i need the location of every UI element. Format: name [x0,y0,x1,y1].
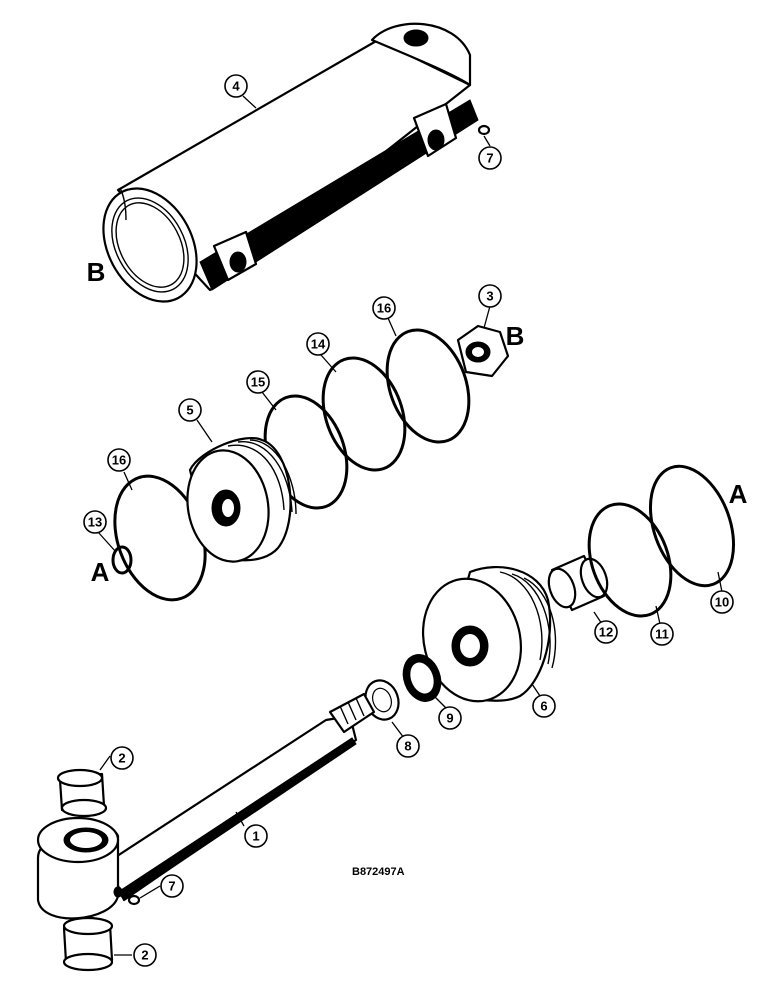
callout-6: 6 [532,694,556,718]
callout-13: 13 [83,510,107,534]
svg-text:7: 7 [486,151,493,166]
callout-10: 10 [710,590,734,614]
callout-9: 9 [438,706,462,730]
callout-4: 4 [224,74,248,98]
svg-text:9: 9 [446,711,453,726]
cylinder-barrel [102,22,479,303]
svg-text:13: 13 [88,515,102,530]
svg-text:3: 3 [486,289,493,304]
callout-16-lower: 16 [107,448,131,472]
svg-text:6: 6 [540,699,547,714]
seal-rings-head [587,464,736,618]
svg-text:14: 14 [311,337,326,352]
svg-text:4: 4 [232,79,240,94]
svg-text:16: 16 [377,301,391,316]
leader-lines [97,95,723,956]
piston [186,437,297,563]
callout-15: 15 [246,370,270,394]
seal-rings-upper [111,328,471,602]
callout-5: 5 [178,398,202,422]
callout-8: 8 [396,734,420,758]
grease-fittings [127,124,491,906]
drawing-number: B872497A [352,866,405,878]
svg-text:1: 1 [252,829,259,844]
callout-12: 12 [594,620,618,644]
svg-text:16: 16 [112,453,126,468]
rod-bushings [56,768,114,972]
cylinder-head [421,565,557,703]
svg-text:5: 5 [186,403,193,418]
callout-7-top: 7 [478,146,502,170]
ref-letter-a-left: A [91,557,110,587]
svg-text:10: 10 [715,595,729,610]
ref-letter-a-right: A [729,479,748,509]
callout-14: 14 [306,332,330,356]
callout-11: 11 [650,622,674,646]
lock-nut [456,324,510,378]
callout-16-upper: 16 [372,296,396,320]
svg-text:15: 15 [251,375,265,390]
svg-text:12: 12 [599,625,613,640]
svg-text:11: 11 [655,627,669,642]
callout-1: 1 [244,824,268,848]
svg-text:8: 8 [404,739,411,754]
ref-letter-b-nut: B [506,321,525,351]
piston-rod [36,692,376,920]
ref-letter-b-barrel: B [87,257,106,287]
callout-2-lower: 2 [133,943,157,967]
callout-7-bottom: 7 [160,874,184,898]
callout-2-upper: 2 [110,746,134,770]
svg-text:7: 7 [168,879,175,894]
head-bushing [547,554,609,612]
svg-text:2: 2 [141,948,148,963]
callout-3: 3 [478,284,502,308]
svg-text:2: 2 [118,751,125,766]
